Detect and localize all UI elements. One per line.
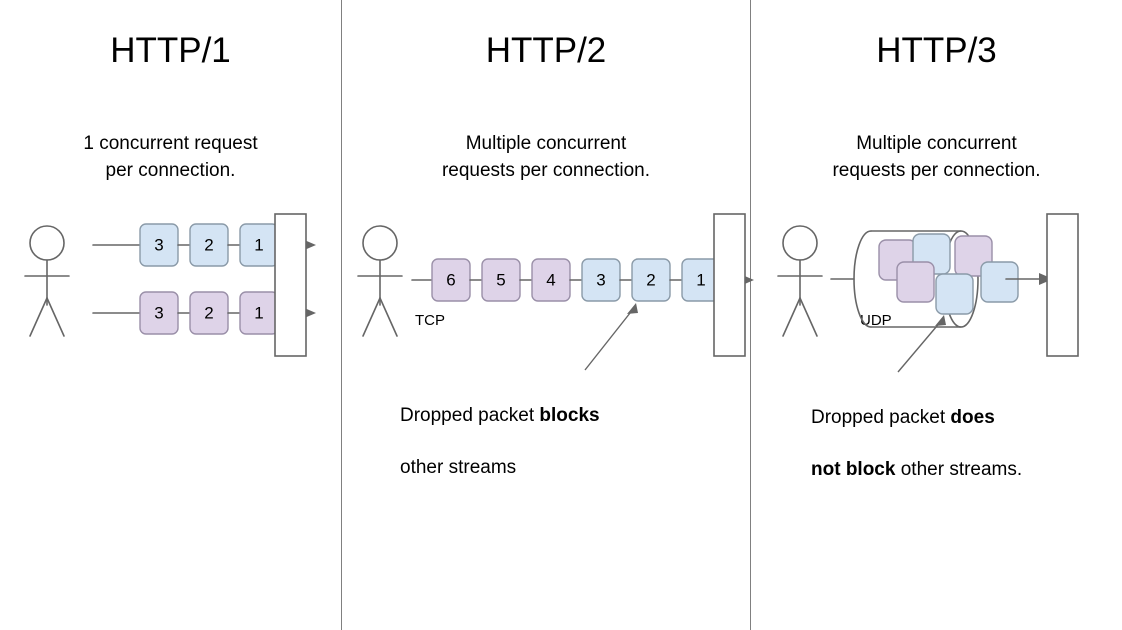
stream-row-2: 3 2 1 [92,291,316,335]
packet-box: 4 [531,258,571,302]
callout-line1-bold: does [950,407,995,428]
panel-http3: HTTP/3 Multiple concurrent requests per … [751,0,1122,630]
packet-box: 3 [139,291,179,335]
packet-box: 2 [189,291,229,335]
panel-caption-http2: Multiple concurrent requests per connect… [441,133,651,181]
server-rectangle [713,213,746,357]
callout-text-http2: Dropped packet blocks other streams [400,377,700,481]
panel-caption-http1: 1 concurrent request per connection. [83,133,258,181]
callout-line2-bold: not block [811,459,896,480]
callout-line2-plain: other streams. [895,459,1023,480]
packet-label: 5 [496,270,505,289]
packet-label: 2 [204,303,213,322]
packet-box [935,273,974,315]
actor-stick-figure [357,225,403,337]
packet-label: 3 [596,270,605,289]
callout-line1-plain: Dropped packet [400,405,540,426]
packet-box: 3 [139,223,179,267]
packet-label: 3 [154,303,163,322]
packet-box: 5 [481,258,521,302]
packet-label: 2 [646,270,655,289]
packet-box [980,261,1019,303]
packet-label: 2 [204,235,213,254]
panel-title-http1: HTTP/1 [110,31,231,70]
packet-box: 2 [189,223,229,267]
packet-box: 2 [631,258,671,302]
transport-label-udp: UDP [860,312,892,329]
server-rectangle [1046,213,1079,357]
callout-arrow-http3 [897,315,946,373]
packet-box: 6 [431,258,471,302]
panel-title-http3: HTTP/3 [876,31,997,70]
packet-label: 1 [254,303,263,322]
panel-divider-2 [750,0,751,630]
packet-box [896,261,935,303]
callout-line2-plain: other streams [400,457,517,478]
http1-illustration: 3 2 1 [24,213,316,357]
packet-label: 4 [546,270,555,289]
packet-box: 1 [239,291,279,335]
callout-arrow-http2 [584,303,638,371]
panel-title-http2: HTTP/2 [485,31,607,70]
packet-label: 3 [154,235,163,254]
callout-line1-plain: Dropped packet [811,407,951,428]
packet-label: 1 [696,270,705,289]
http2-illustration: 6 5 4 3 [357,213,754,371]
packet-label: 6 [446,270,455,289]
panel-caption-http3: Multiple concurrent requests per connect… [832,133,1041,181]
packet-box: 3 [581,258,621,302]
packet-label: 1 [254,235,263,254]
server-rectangle [274,213,307,357]
callout-line1-bold: blocks [539,405,600,426]
stream-row-tcp: 6 5 4 3 [411,258,754,302]
callout-text-http3: Dropped packet does not block other stre… [811,379,1111,483]
http3-illustration [777,213,1079,373]
panel-http2: HTTP/2 Multiple concurrent requests per … [342,0,754,630]
panel-http1: HTTP/1 1 concurrent request per connecti… [0,0,341,630]
packet-cloud [878,233,1019,315]
actor-stick-figure [24,225,70,337]
transport-label-tcp: TCP [415,312,445,329]
arrow-right-icon [1005,273,1053,285]
packet-box: 1 [239,223,279,267]
panel-divider-1 [341,0,342,630]
actor-stick-figure [777,225,823,337]
